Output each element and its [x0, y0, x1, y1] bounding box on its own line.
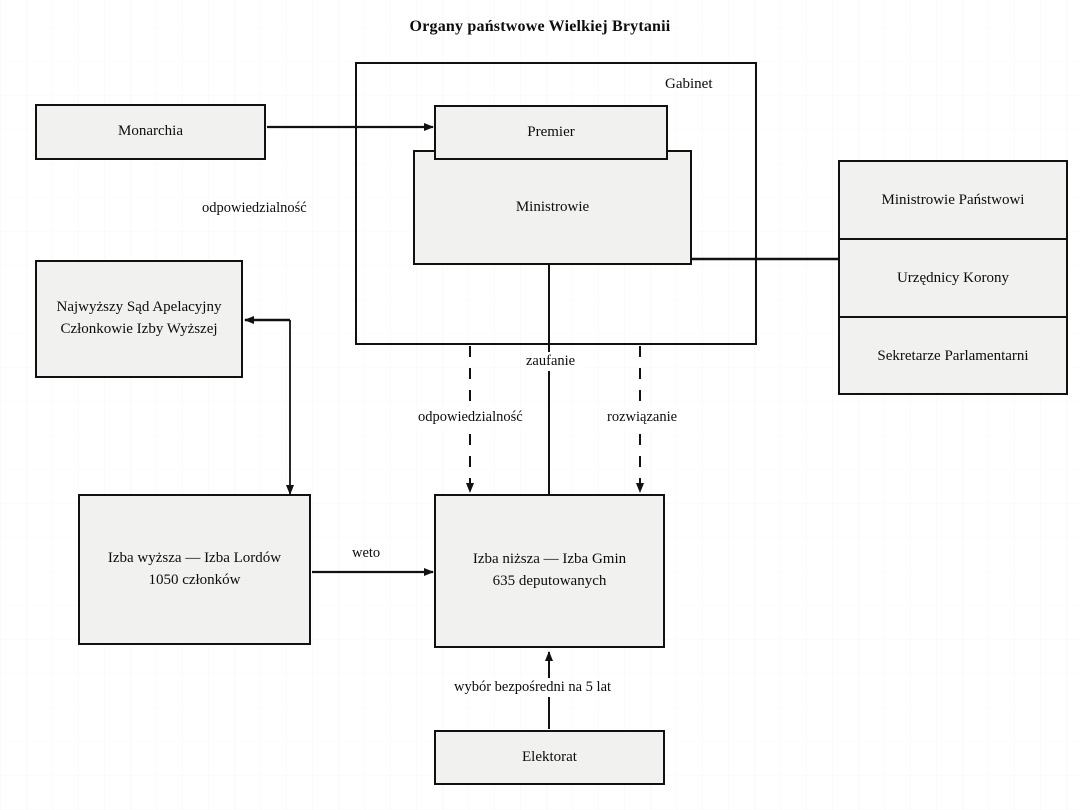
node-supreme-court[interactable]: Najwyższy Sąd Apelacyjny Członkowie Izby… — [35, 260, 243, 378]
node-ministers[interactable]: Ministrowie — [413, 150, 692, 265]
stack-item-parliamentary-secretaries[interactable]: Sekretarze Parlamentarni — [840, 318, 1066, 395]
stack-item-parliamentary-secretaries-label: Sekretarze Parlamentarni — [877, 348, 1029, 364]
edge-label-dissolution: rozwiązanie — [603, 408, 682, 427]
edge-label-responsibility-mid: odpowiedzialność — [414, 408, 527, 427]
node-electorate-label: Elektorat — [522, 748, 577, 765]
cabinet-caption: Gabinet — [665, 76, 713, 92]
edge-label-responsibility-top: odpowiedzialność — [202, 200, 307, 216]
node-monarchy-label: Monarchia — [118, 123, 183, 140]
cabinet-group-box — [355, 62, 757, 345]
edge-label-election: wybór bezpośredni na 5 lat — [449, 678, 617, 697]
node-house-of-commons[interactable]: Izba niższa — Izba Gmin 635 deputowanych — [434, 494, 665, 648]
node-monarchy[interactable]: Monarchia — [35, 104, 266, 160]
node-ministers-label: Ministrowie — [515, 198, 590, 215]
node-premier-label: Premier — [527, 123, 575, 140]
stack-item-ministers-of-state-label: Ministrowie Państwowi — [881, 191, 1025, 208]
stack-item-crown-officials-label: Urzędnicy Korony — [896, 269, 1010, 286]
node-electorate[interactable]: Elektorat — [434, 730, 665, 785]
node-house-of-commons-label: Izba niższa — Izba Gmin 635 deputowanych — [472, 551, 627, 589]
node-premier[interactable]: Premier — [434, 105, 668, 160]
edge-label-confidence: zaufanie — [521, 352, 581, 371]
stack-item-crown-officials[interactable]: Urzędnicy Korony — [840, 240, 1066, 318]
cabinet-members-stack: Ministrowie Państwowi Urzędnicy Korony S… — [838, 160, 1068, 395]
page-title: Organy państwowe Wielkiej Brytanii — [409, 18, 671, 35]
stack-item-ministers-of-state[interactable]: Ministrowie Państwowi — [840, 162, 1066, 240]
node-house-of-lords[interactable]: Izba wyższa — Izba Lordów 1050 członków — [78, 494, 311, 645]
node-supreme-court-label: Najwyższy Sąd Apelacyjny Członkowie Izby… — [56, 299, 222, 337]
edge-label-veto: weto — [352, 545, 381, 561]
node-house-of-lords-label: Izba wyższa — Izba Lordów 1050 członków — [107, 549, 282, 588]
